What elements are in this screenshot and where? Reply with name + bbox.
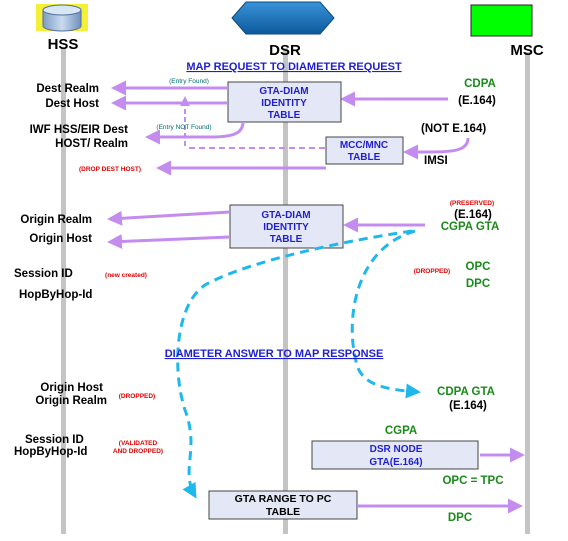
origin-host-arrow	[107, 234, 231, 249]
gta-range-box-line2: TABLE	[266, 506, 300, 518]
imsi-label: IMSI	[424, 155, 448, 167]
e164-label-b: (E.164)	[454, 209, 492, 221]
opc-label: OPC	[466, 261, 491, 273]
dropped-label-1: (DROPPED)	[414, 268, 450, 275]
box2-line3: TABLE	[270, 234, 303, 245]
cgpa-gta-label: CGPA GTA	[441, 221, 500, 233]
ans-origin-realm-label: Origin Realm	[35, 395, 107, 407]
cdpa-label: CDPA	[464, 78, 496, 90]
gta-range-to-pc-table-box	[208, 490, 358, 520]
cdpa-gta-dashed-curve	[350, 229, 421, 399]
e164-label-a: (E.164)	[458, 95, 496, 107]
dpc-label-2: DPC	[448, 512, 472, 524]
msc-title: MSC	[510, 42, 544, 59]
mcc-box-line2: TABLE	[348, 152, 381, 163]
entry-not-found-label: (Entry NOT Found)	[156, 124, 211, 131]
hss-title: HSS	[48, 36, 79, 53]
hopbyhop-label: HopByHop-Id	[19, 289, 92, 301]
request-section-title: MAP REQUEST TO DIAMETER REQUEST	[186, 61, 402, 73]
entry-found-label: (Entry Found)	[169, 78, 209, 85]
dsr-node-box-line2: GTA(E.164)	[369, 457, 422, 468]
not-e164-label: (NOT E.164)	[421, 123, 486, 135]
e164-label-c: (E.164)	[449, 400, 487, 412]
msc-lifeline	[525, 52, 530, 534]
validated-label-2: AND DROPPED)	[113, 448, 163, 455]
new-created-label: (new created)	[105, 272, 147, 279]
iwf-label-line1: IWF HSS/EIR Dest	[30, 124, 129, 136]
mcc-mnc-table-box	[325, 136, 404, 165]
ans-hopbyhop-label: HopByHop-Id	[14, 446, 87, 458]
database-cylinder-icon	[36, 4, 88, 32]
cgpa-label: CGPA	[385, 425, 417, 437]
dest-host-label: Dest Host	[45, 98, 99, 110]
dsr-node-box-line1: DSR NODE	[370, 444, 423, 455]
session-id-label: Session ID	[14, 268, 73, 280]
box1-line2: IDENTITY	[261, 98, 307, 109]
cdpa-gta-label: CDPA GTA	[437, 386, 495, 398]
ans-origin-host-label: Origin Host	[40, 382, 103, 394]
iwf-arrow	[145, 121, 245, 145]
origin-host-label: Origin Host	[29, 233, 92, 245]
dsr-title: DSR	[269, 42, 301, 59]
origin-realm-arrow	[107, 210, 231, 226]
dpc-label: DPC	[466, 278, 490, 290]
hexagon-icon	[231, 1, 335, 35]
dest-realm-label: Dest Realm	[36, 83, 99, 95]
box1-line3: TABLE	[268, 110, 301, 121]
green-rectangle-icon	[470, 4, 533, 37]
gta-diam-identity-table-box-2	[229, 204, 344, 249]
origin-realm-label: Origin Realm	[20, 214, 92, 226]
preserved-label: (PRESERVED)	[450, 200, 494, 207]
drop-dest-host-label: (DROP DEST HOST)	[79, 166, 141, 173]
box2-line1: GTA-DIAM	[261, 210, 310, 221]
iwf-label-line2: HOST/ Realm	[55, 138, 128, 150]
validated-label-1: (VALIDATED	[119, 440, 158, 447]
gta-range-box-line1: GTA RANGE TO PC	[235, 493, 332, 505]
ans-session-id-label: Session ID	[25, 434, 84, 446]
dsr-lifeline	[283, 48, 288, 534]
box1-line1: GTA-DIAM	[259, 86, 308, 97]
hss-lifeline	[61, 48, 66, 534]
gta-range-dashed-curve	[176, 229, 413, 499]
not-e164-arrow	[403, 137, 470, 160]
gta-diam-identity-table-box	[227, 81, 342, 123]
opc-tpc-label: OPC = TPC	[442, 475, 503, 487]
box2-line2: IDENTITY	[263, 222, 309, 233]
answer-section-title: DIAMETER ANSWER TO MAP RESPONSE	[165, 348, 384, 360]
dropped-label-2: (DROPPED)	[119, 393, 155, 400]
dsr-node-gta-box	[311, 440, 479, 470]
mcc-box-line1: MCC/MNC	[340, 140, 388, 151]
